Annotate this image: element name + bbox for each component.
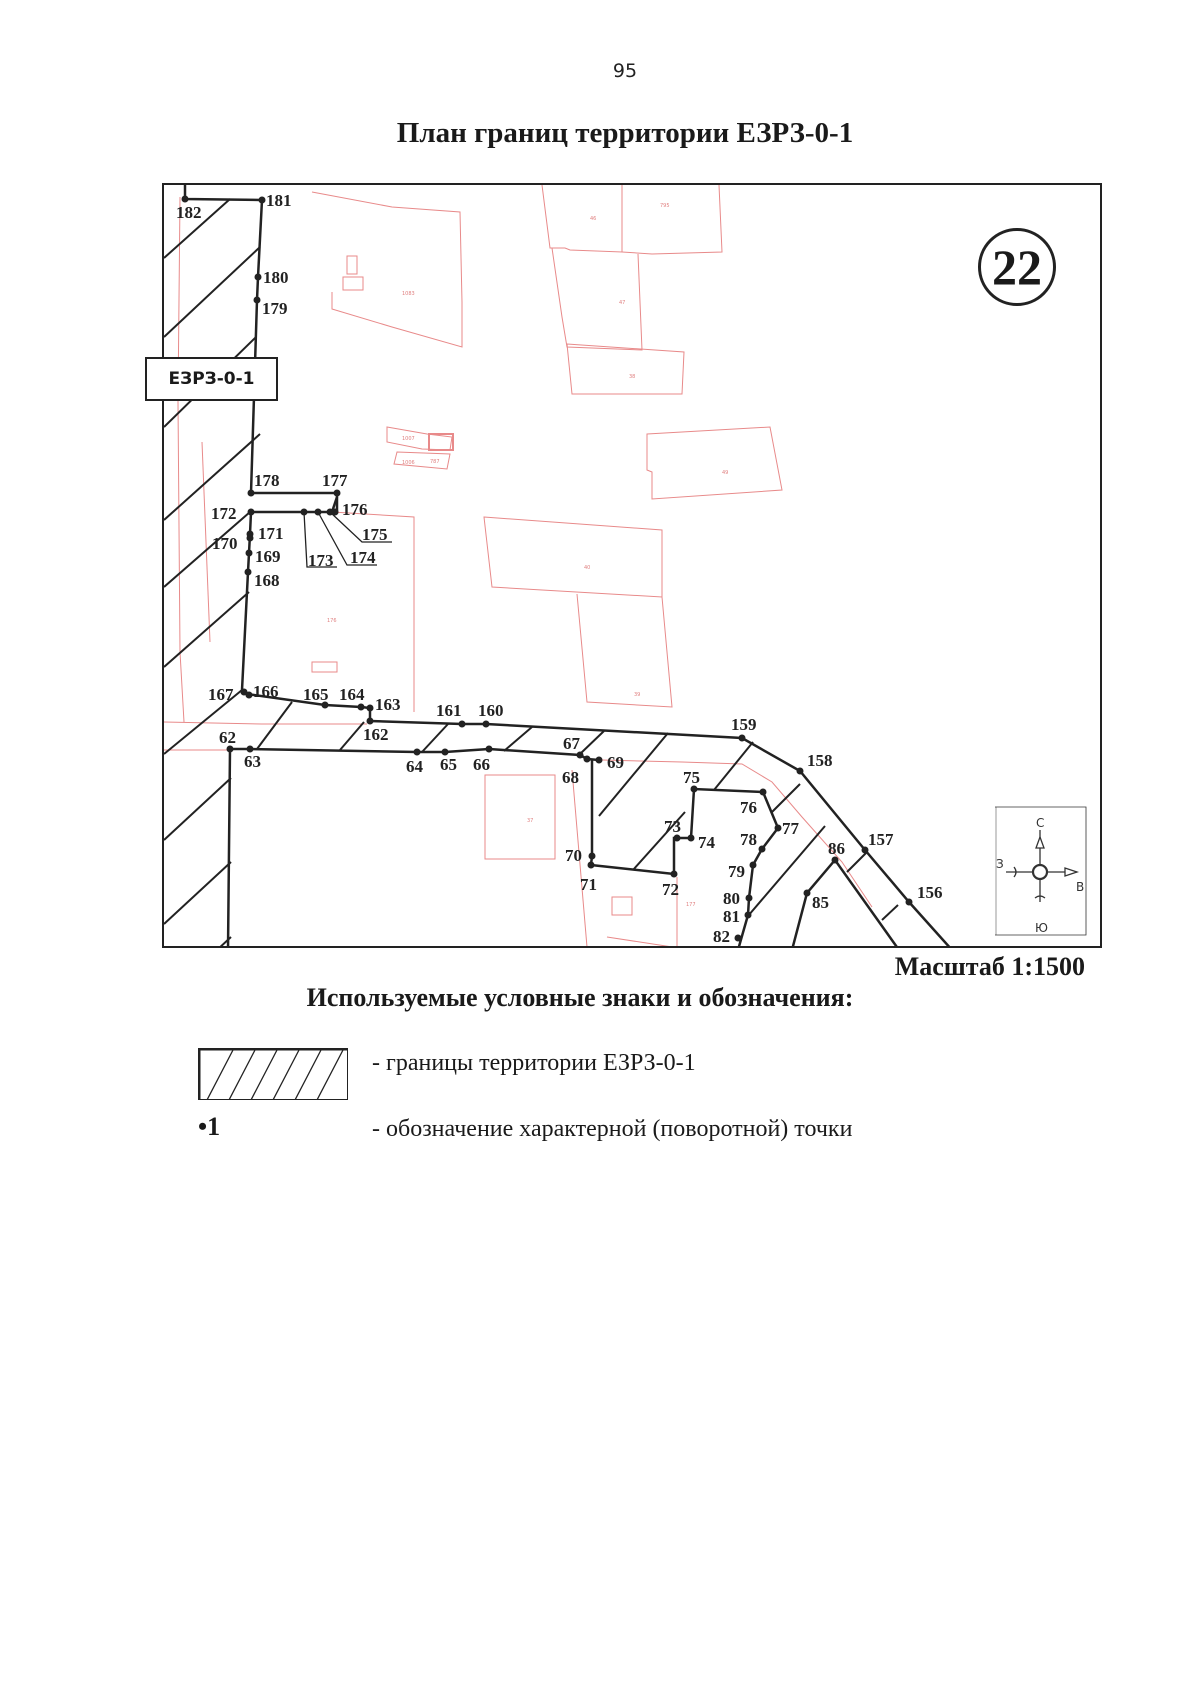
svg-text:70: 70 [565,846,582,865]
legend-title: Используемые условные знаки и обозначени… [306,983,854,1012]
svg-text:178: 178 [254,471,280,490]
svg-text:181: 181 [266,191,292,210]
svg-text:168: 168 [254,571,280,590]
boundary-map: 46 795 47 38 49 40 39 1083 1007 1006 787… [162,183,1102,948]
cadastral-parcels [164,185,873,946]
svg-text:С: С [1036,816,1044,830]
svg-text:182: 182 [176,203,202,222]
svg-text:37: 37 [527,818,533,824]
svg-text:69: 69 [607,753,624,772]
svg-text:170: 170 [212,534,238,553]
svg-text:73: 73 [664,817,681,836]
svg-text:75: 75 [683,768,700,787]
svg-text:46: 46 [590,216,596,222]
svg-text:79: 79 [728,862,745,881]
svg-text:В: В [1076,880,1084,894]
svg-text:176: 176 [342,500,368,519]
legend-item-hatch [198,1048,348,1100]
svg-text:49: 49 [722,470,728,476]
svg-text:1006: 1006 [402,460,415,466]
svg-text:64: 64 [406,757,424,776]
svg-text:162: 162 [363,725,389,744]
svg-text:160: 160 [478,701,504,720]
svg-text:177: 177 [686,902,696,908]
svg-text:62: 62 [219,728,236,747]
svg-text:172: 172 [211,504,237,523]
svg-text:71: 71 [580,875,597,894]
svg-text:175: 175 [362,525,388,544]
page-title: План границ территории ЕЗРЗ-0-1 [396,117,854,149]
svg-text:66: 66 [473,755,490,774]
svg-text:169: 169 [255,547,281,566]
territory-hatch [164,198,899,946]
svg-text:158: 158 [807,751,833,770]
svg-text:179: 179 [262,299,288,318]
svg-text:76: 76 [740,798,757,817]
svg-text:156: 156 [917,883,943,902]
svg-text:167: 167 [208,685,234,704]
svg-text:40: 40 [584,565,590,571]
point-symbol-icon: •1 [198,1112,221,1141]
svg-text:161: 161 [436,701,462,720]
svg-text:165: 165 [303,685,329,704]
svg-text:164: 164 [339,685,365,704]
svg-text:86: 86 [828,839,845,858]
svg-text:39: 39 [634,692,640,698]
svg-text:47: 47 [619,300,625,306]
svg-text:38: 38 [629,374,635,380]
svg-text:81: 81 [723,907,740,926]
map-scale: Масштаб 1:1500 [894,952,1085,981]
svg-text:157: 157 [868,830,894,849]
svg-text:1007: 1007 [402,436,415,442]
compass-rose-icon [995,806,1087,936]
point-labels: 182 181 180 179 178 177 176 175 174 173 … [176,191,943,946]
svg-text:85: 85 [812,893,829,912]
point-markers [181,195,913,942]
svg-text:1083: 1083 [402,291,415,297]
svg-text:795: 795 [660,203,670,209]
svg-text:74: 74 [698,833,716,852]
svg-text:166: 166 [253,682,279,701]
svg-text:159: 159 [731,715,757,734]
svg-text:787: 787 [430,459,440,465]
svg-text:72: 72 [662,880,679,899]
svg-text:171: 171 [258,524,284,543]
svg-text:80: 80 [723,889,740,908]
svg-text:177: 177 [322,471,348,490]
map-drawing: 46 795 47 38 49 40 39 1083 1007 1006 787… [164,185,1087,946]
zone-label: ЕЗРЗ-0-1 [145,357,278,401]
page-number: 95 [612,60,638,82]
svg-text:З: З [996,857,1004,871]
svg-text:180: 180 [263,268,289,287]
svg-text:77: 77 [782,819,800,838]
sheet-number-badge: 22 [978,228,1056,306]
svg-text:68: 68 [562,768,579,787]
legend-text-point: - обозначение характерной (поворотной) т… [372,1116,853,1142]
svg-text:65: 65 [440,755,457,774]
svg-text:63: 63 [244,752,261,771]
svg-text:173: 173 [308,551,334,570]
svg-text:163: 163 [375,695,401,714]
svg-text:78: 78 [740,830,757,849]
svg-text:67: 67 [563,734,581,753]
svg-text:Ю: Ю [1035,921,1048,935]
svg-text:176: 176 [327,618,337,624]
legend-text-hatch: - границы территории ЕЗРЗ-0-1 [372,1050,696,1076]
territory-boundary [183,185,951,946]
hatch-swatch-icon [198,1048,348,1100]
svg-text:174: 174 [350,548,376,567]
svg-text:82: 82 [713,927,730,946]
